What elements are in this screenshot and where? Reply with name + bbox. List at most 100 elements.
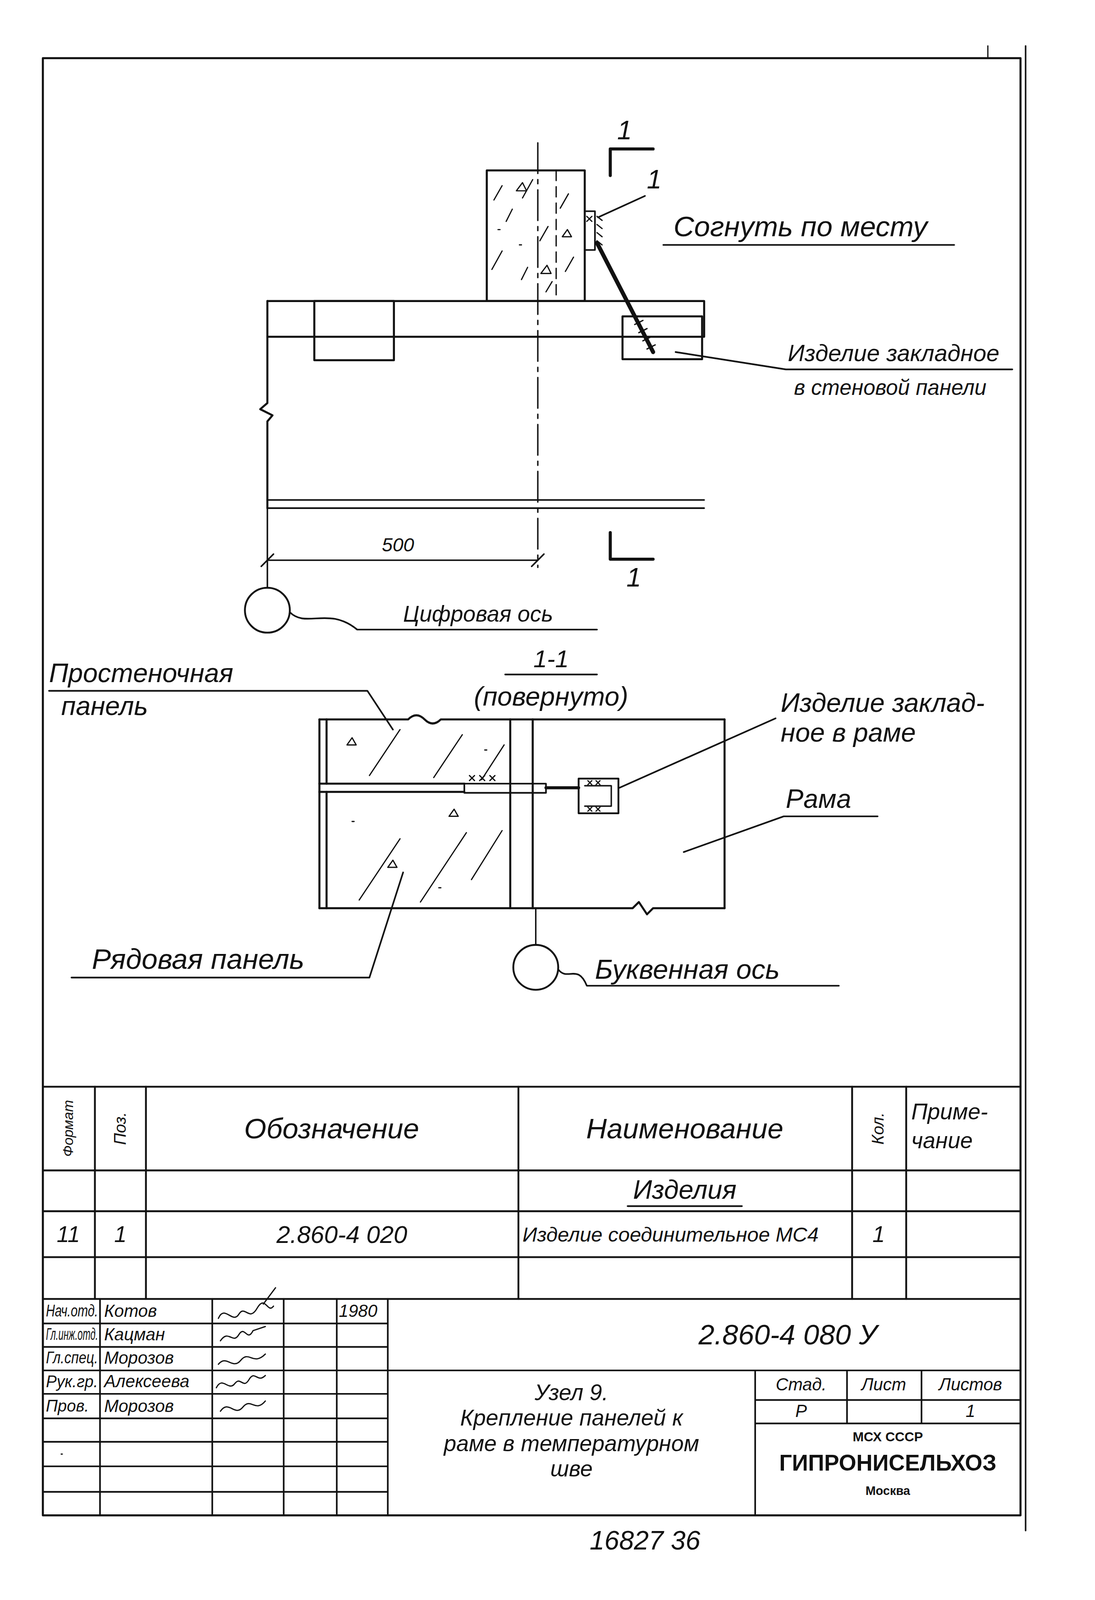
connecting-bar <box>634 320 656 349</box>
wall-column <box>555 170 557 302</box>
wall-panel <box>314 301 395 361</box>
leader-lines <box>49 690 394 730</box>
part-label: ное в раме <box>780 719 917 747</box>
axis-label: Буквенная ось <box>595 955 780 984</box>
title-block-cell: Пров. <box>45 1397 90 1415</box>
title-block <box>42 1298 1021 1516</box>
axis-circle <box>513 944 559 990</box>
wall-column <box>486 170 585 302</box>
table-section-heading: Изделия <box>632 1176 737 1204</box>
axis-circle <box>244 587 559 990</box>
table-header: чание <box>911 1129 973 1153</box>
title-block-cell: Листов <box>939 1375 1003 1393</box>
title-block-cell: Кацман <box>104 1325 165 1343</box>
sheet-frame <box>987 45 989 59</box>
dimension-line <box>266 508 268 588</box>
sheet-frame <box>1024 45 1027 1531</box>
signature <box>220 1401 266 1412</box>
part-label: в стеновой панели <box>793 376 987 399</box>
section-mark <box>610 532 654 559</box>
table-header: Приме- <box>911 1100 989 1124</box>
table-cell: 11 <box>56 1223 81 1247</box>
organization-name: Москва <box>865 1484 911 1497</box>
drawing-number: 2.860-4 080 У <box>698 1320 877 1349</box>
connecting-bar <box>586 216 603 245</box>
frame-embedded-item <box>578 778 619 814</box>
wall-panel <box>260 301 273 509</box>
dimension-line <box>267 559 538 561</box>
specification-table <box>42 1086 1021 1300</box>
section-note: (повернуто) <box>473 683 628 711</box>
title-block <box>387 1370 1021 1516</box>
leader-lines <box>598 196 646 218</box>
table-header: Кол. <box>870 1112 887 1145</box>
section-panels <box>319 719 327 909</box>
axis-circle <box>535 907 537 945</box>
section-panels <box>319 715 725 724</box>
drawing-title: Крепление панелей к <box>460 1406 683 1430</box>
title-block-cell: 1980 <box>339 1302 378 1320</box>
drawing-title: шве <box>550 1457 593 1481</box>
leader-lines <box>505 673 598 676</box>
leader-lines <box>683 816 878 853</box>
title-block-cell: Морозов <box>104 1397 175 1415</box>
wall-panel <box>267 499 705 509</box>
drawing-sheet <box>42 45 1026 1531</box>
part-label: Простеночная <box>49 659 234 687</box>
organization-name: МСХ СССР <box>852 1429 924 1444</box>
section-mark <box>610 148 654 176</box>
organization-name: ГИПРОНИСЕЛЬХОЗ <box>778 1452 997 1475</box>
axis-label: Цифровая ось <box>403 603 554 626</box>
leader-lines <box>627 1205 743 1208</box>
section-panels <box>319 715 725 915</box>
part-label: Рама <box>785 785 852 813</box>
signature <box>218 1354 266 1365</box>
sheet-frame <box>42 58 1021 1516</box>
frame-embedded-item <box>545 786 579 790</box>
title-block-cell: Нач.отд. <box>45 1302 98 1320</box>
title-block-cell: Гл.инж.отд. <box>45 1326 98 1343</box>
title-block-cell: Р <box>795 1402 807 1420</box>
axis-line <box>536 142 539 568</box>
signature <box>61 1453 63 1455</box>
dimension-line <box>261 554 545 567</box>
section-panels <box>319 783 465 792</box>
section-panels <box>319 902 725 915</box>
table-cell: 1 <box>114 1223 127 1247</box>
connecting-bar <box>596 242 654 353</box>
drawing-title: раме в температурном <box>444 1432 700 1456</box>
section-mark-number: 1 <box>617 117 633 144</box>
leader-lines <box>71 872 404 978</box>
axis-line <box>536 142 540 568</box>
wall-panel <box>260 301 705 509</box>
wall-column <box>486 170 585 302</box>
specification-table <box>95 1086 907 1300</box>
section-mark <box>610 148 654 559</box>
drawing-title: Узел 9. <box>534 1381 609 1405</box>
frame-embedded-item <box>464 775 619 814</box>
title-block-cell: Алексеева <box>104 1372 190 1390</box>
section-title: 1-1 <box>533 646 569 672</box>
frame-embedded-item <box>469 775 495 781</box>
title-block-cell: 1 <box>965 1402 976 1420</box>
title-block <box>100 1298 388 1516</box>
callout-number: 1 <box>646 166 662 193</box>
signature <box>220 1326 266 1341</box>
part-label: панель <box>61 692 148 720</box>
leader-lines <box>49 196 1013 1207</box>
wall-panel <box>622 316 703 360</box>
section-panels <box>510 719 533 909</box>
title-block-cell: Гл.спец. <box>45 1349 98 1366</box>
title-block-cell: Морозов <box>104 1349 175 1367</box>
axis-circle <box>244 587 290 633</box>
table-header: Поз. <box>112 1112 129 1146</box>
leader-lines <box>619 718 776 788</box>
signature <box>216 1375 266 1388</box>
specification-table <box>42 1086 1021 1300</box>
title-block-cell: Котов <box>104 1302 157 1320</box>
section-panels <box>347 729 505 903</box>
frame-embedded-item <box>584 785 612 807</box>
title-block-cell: Стад. <box>775 1375 827 1393</box>
title-block-cell: Рук.гр. <box>45 1373 98 1390</box>
table-cell: 1 <box>872 1223 885 1247</box>
